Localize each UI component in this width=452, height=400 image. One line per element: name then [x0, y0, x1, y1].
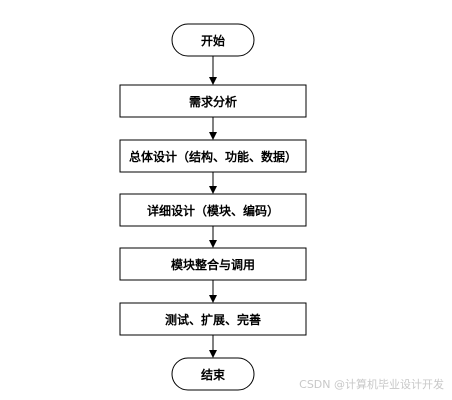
step-requirements-analysis: 需求分析	[119, 84, 307, 118]
end-node: 结束	[171, 357, 255, 391]
step-label: 需求分析	[189, 94, 237, 109]
step-overall-design: 总体设计（结构、功能、数据）	[119, 139, 307, 173]
step-label: 模块整合与调用	[171, 257, 255, 272]
step-testing: 测试、扩展、完善	[119, 302, 307, 336]
step-label: 详细设计（模块、编码）	[147, 203, 279, 218]
step-label: 总体设计（结构、功能、数据）	[129, 149, 297, 164]
step-module-integration: 模块整合与调用	[119, 247, 307, 281]
step-label: 测试、扩展、完善	[165, 312, 261, 327]
start-label: 开始	[201, 33, 225, 48]
step-detailed-design: 详细设计（模块、编码）	[119, 193, 307, 227]
csdn-watermark: CSDN @计算机毕业设计开发	[299, 378, 444, 391]
start-node: 开始	[171, 23, 255, 57]
end-label: 结束	[201, 367, 226, 382]
